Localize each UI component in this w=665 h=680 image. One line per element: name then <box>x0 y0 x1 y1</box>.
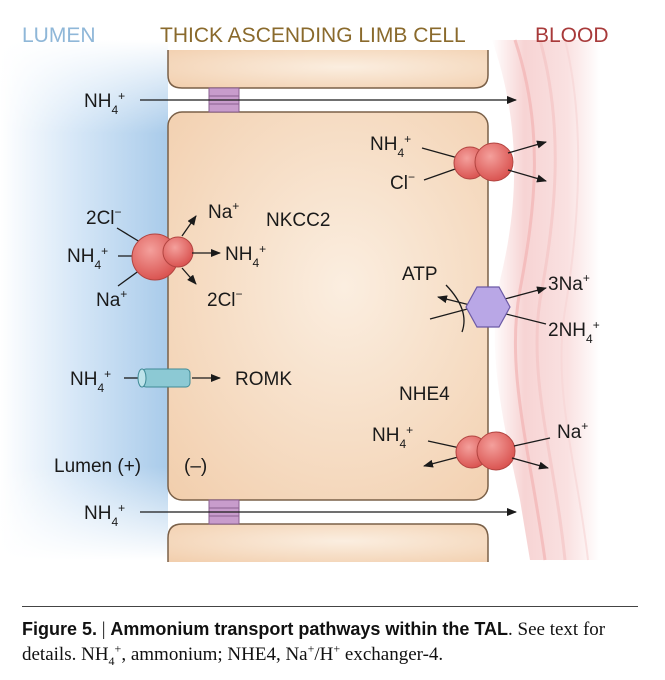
caption-title: Ammonium transport pathways within the T… <box>110 619 509 639</box>
nkcc2-in-na: Na+ <box>96 287 127 311</box>
nkcc2-out-cl: 2Cl− <box>207 287 243 311</box>
caption-label: Figure 5. <box>22 619 98 639</box>
basolateral-nh4: NH4+ <box>370 132 411 160</box>
nhe4-nh4: NH4+ <box>372 423 413 451</box>
nhe4-na: Na+ <box>557 419 588 443</box>
svg-text:NH4+: NH4+ <box>84 501 125 529</box>
atpase-nh4: 2NH4+ <box>548 318 600 346</box>
blood-region <box>492 39 600 561</box>
upper-neighbor-cell <box>167 50 489 89</box>
basolateral-cl: Cl− <box>390 170 415 194</box>
nkcc2-out-na: Na+ <box>208 199 239 223</box>
cell-potential: (–) <box>184 456 207 477</box>
nhe4-label: NHE4 <box>399 384 450 405</box>
atpase-na: 3Na+ <box>548 271 590 295</box>
nkcc2-out-nh4: NH4+ <box>225 242 266 270</box>
paracellular-nh4-top: NH4+ <box>84 89 517 117</box>
cell-header: THICK ASCENDING LIMB CELL <box>160 24 466 47</box>
nhe4-exchanger <box>423 431 551 471</box>
nkcc2-label: NKCC2 <box>266 210 330 231</box>
romk-label: ROMK <box>235 369 292 390</box>
blood-header: BLOOD <box>535 24 609 47</box>
romk-nh4: NH4+ <box>70 367 111 395</box>
figure-caption: Figure 5. | Ammonium transport pathways … <box>22 619 606 668</box>
atpase-atp: ATP <box>402 264 438 285</box>
basolateral-nh4-cl-transporter <box>421 140 547 183</box>
svg-text:NH4+: NH4+ <box>84 89 125 117</box>
lumen-potential: Lumen (+) <box>54 456 141 477</box>
nkcc2-transporter <box>116 215 221 287</box>
tal-ammonium-diagram: LUMEN THICK ASCENDING LIMB CELL BLOOD NH… <box>0 24 609 562</box>
caption-divider <box>22 606 638 607</box>
lower-neighbor-cell <box>167 523 489 562</box>
nkcc2-in-cl: 2Cl− <box>86 205 122 229</box>
romk-channel <box>124 368 221 388</box>
lumen-header: LUMEN <box>22 24 96 47</box>
paracellular-nh4-bottom: NH4+ <box>84 501 517 529</box>
na-k-atpase-pump <box>429 284 547 333</box>
nkcc2-in-nh4: NH4+ <box>67 244 108 272</box>
